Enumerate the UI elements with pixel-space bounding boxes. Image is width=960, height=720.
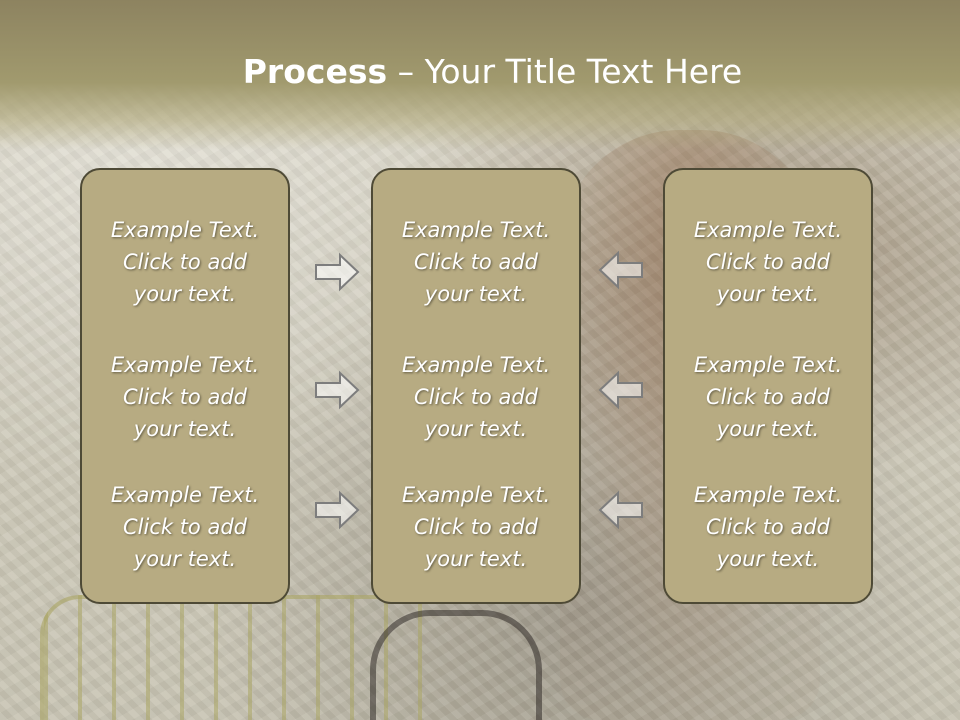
arrow-right-icon (315, 370, 360, 410)
arrow-right-icon (315, 252, 360, 292)
arrow-left-icon (598, 490, 643, 530)
box-center-text-1[interactable]: Example Text. Click to add your text. (401, 218, 551, 306)
arrow-left-icon (598, 370, 643, 410)
box-left-text-1[interactable]: Example Text. Click to add your text. (110, 218, 260, 306)
slide-title[interactable]: Process – Your Title Text Here (0, 52, 960, 91)
arrow-left-icon (598, 250, 643, 290)
background-bed-rail (370, 610, 542, 720)
box-left-text-3[interactable]: Example Text. Click to add your text. (110, 483, 260, 571)
title-bold: Process (242, 52, 388, 91)
box-center-text-2[interactable]: Example Text. Click to add your text. (401, 353, 551, 441)
box-right-text-2[interactable]: Example Text. Click to add your text. (693, 353, 843, 441)
background-bed-frame (40, 595, 434, 720)
box-right-text-1[interactable]: Example Text. Click to add your text. (693, 218, 843, 306)
process-box-center[interactable]: Example Text. Click to add your text. Ex… (371, 168, 581, 604)
process-box-right[interactable]: Example Text. Click to add your text. Ex… (663, 168, 873, 604)
arrow-right-icon (315, 490, 360, 530)
process-box-left[interactable]: Example Text. Click to add your text. Ex… (80, 168, 290, 604)
title-bar (0, 0, 960, 150)
title-rest: – Your Title Text Here (387, 52, 743, 91)
box-center-text-3[interactable]: Example Text. Click to add your text. (401, 483, 551, 571)
box-left-text-2[interactable]: Example Text. Click to add your text. (110, 353, 260, 441)
box-right-text-3[interactable]: Example Text. Click to add your text. (693, 483, 843, 571)
